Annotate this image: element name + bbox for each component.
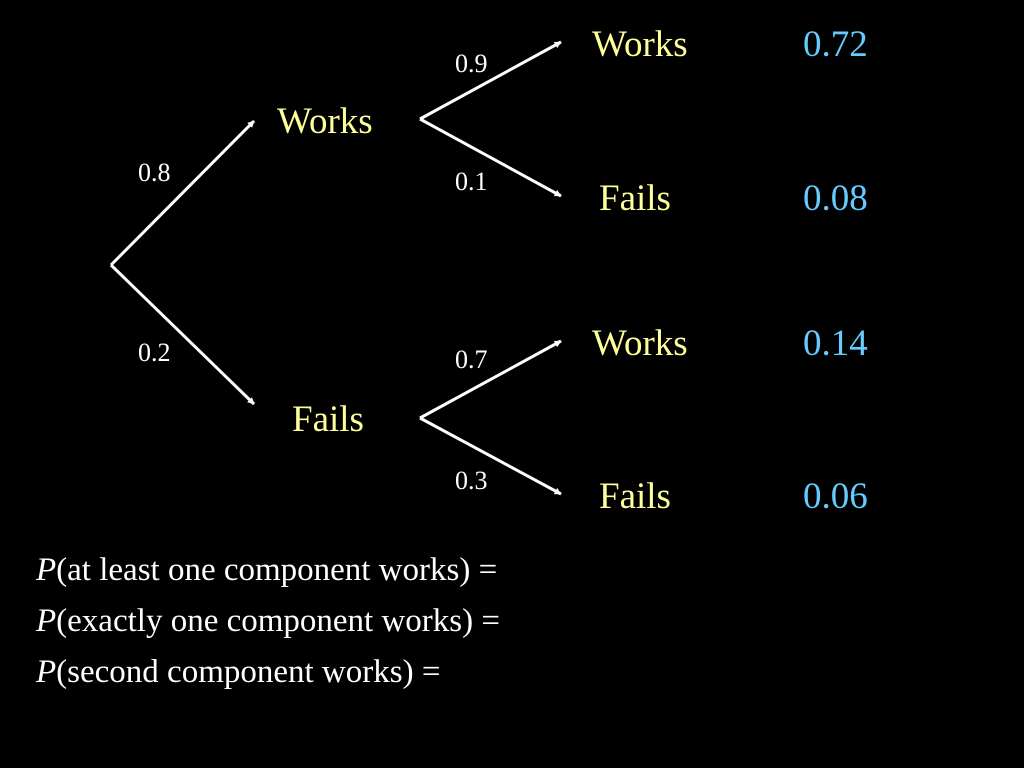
result-fails-fails: 0.06 (803, 476, 868, 517)
prob-fails-works: 0.7 (455, 345, 488, 374)
node-first-works: Works (277, 101, 373, 142)
question-p-symbol: P (36, 552, 57, 588)
branch-works-to-works (419, 40, 562, 121)
branch-fails-to-fails (419, 416, 562, 496)
node-first-fails: Fails (292, 399, 364, 440)
node-works-fails: Fails (599, 178, 671, 219)
prob-works-works: 0.9 (455, 49, 488, 78)
result-fails-works: 0.14 (803, 323, 868, 364)
prob-first-fails: 0.2 (138, 338, 171, 367)
result-works-works: 0.72 (803, 24, 868, 65)
node-fails-works: Works (592, 323, 688, 364)
question-at-least-one: P(at least one component works) = (36, 554, 497, 587)
question-p-symbol: P (36, 603, 57, 639)
prob-first-works: 0.8 (138, 158, 171, 187)
branch-works-to-fails (419, 117, 562, 198)
question-text: (at least one component works) = (56, 552, 498, 588)
branch-fails-to-works (419, 339, 562, 420)
question-p-symbol: P (36, 654, 57, 690)
question-text: (second component works) = (56, 654, 441, 690)
node-works-works: Works (592, 24, 688, 65)
branch-root-to-works (109, 119, 256, 267)
branch-root-to-fails (109, 263, 256, 406)
question-second-works: P(second component works) = (36, 656, 440, 689)
question-text: (exactly one component works) = (56, 603, 500, 639)
prob-works-fails: 0.1 (455, 167, 488, 196)
question-exactly-one: P(exactly one component works) = (36, 605, 500, 638)
prob-fails-fails: 0.3 (455, 466, 488, 495)
node-fails-fails: Fails (599, 476, 671, 517)
result-works-fails: 0.08 (803, 178, 868, 219)
